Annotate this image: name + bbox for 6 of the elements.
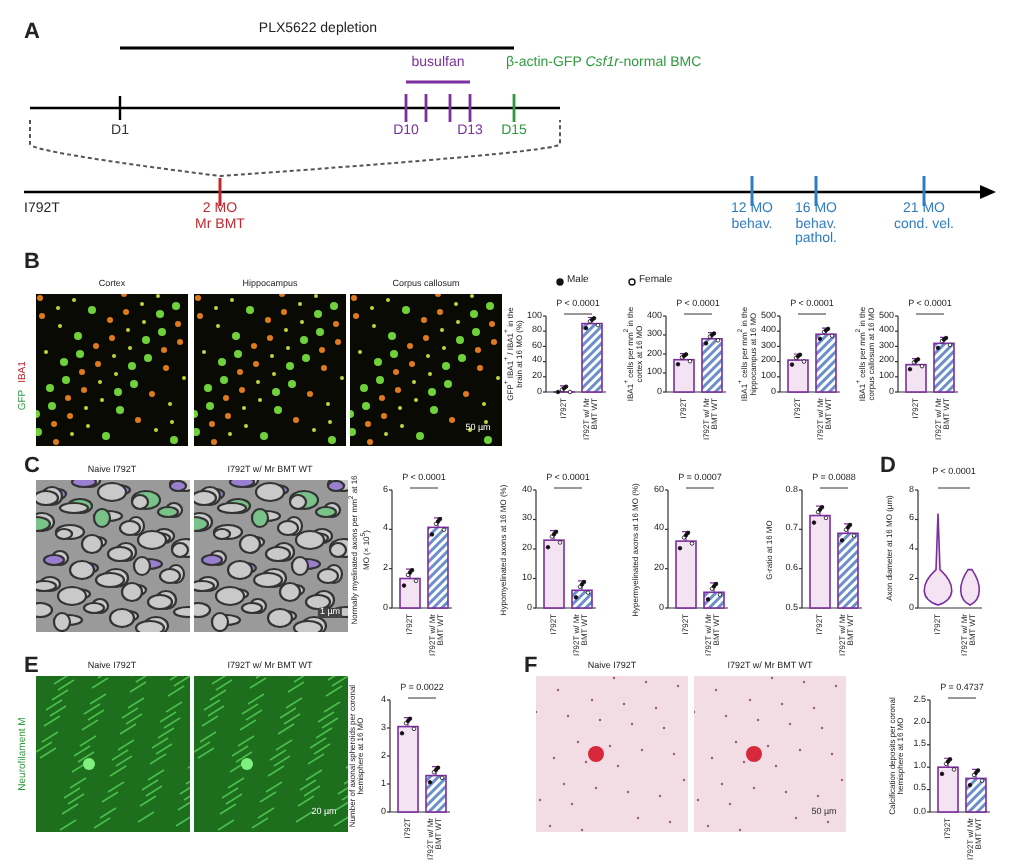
- panel-letter: C: [24, 454, 40, 479]
- panel-letter: A: [24, 20, 40, 45]
- panel-letter: D: [880, 454, 896, 479]
- panel-letter: B: [24, 250, 40, 275]
- panel-letter: F: [524, 654, 538, 679]
- panel-letter: E: [24, 654, 39, 679]
